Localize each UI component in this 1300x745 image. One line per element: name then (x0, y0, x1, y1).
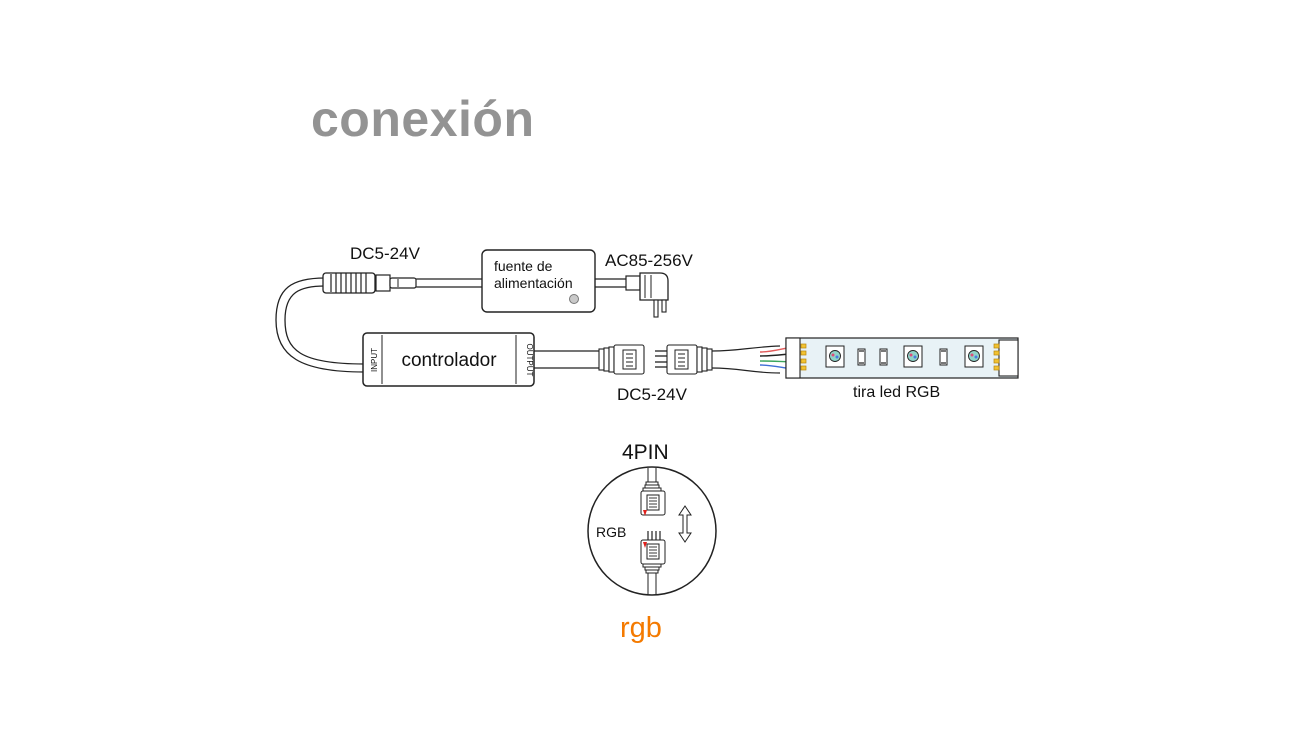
pin-detail-circle (587, 466, 717, 596)
power-supply: fuente de alimentación (481, 249, 596, 313)
pin-count-label: 4PIN (622, 441, 669, 464)
page-title: conexión (311, 91, 535, 147)
strip-label: tira led RGB (853, 384, 940, 401)
input-port-label: INPUT (370, 348, 379, 372)
connector-type-label: RGB (596, 524, 626, 540)
led-chip-icon (964, 345, 984, 368)
four-pin-connector-icon (534, 344, 781, 375)
dc-output-label: DC5-24V (617, 385, 688, 404)
power-supply-label-line1: fuente de (494, 258, 553, 274)
power-supply-label-line2: alimentación (494, 275, 573, 291)
dc-input-label: DC5-24V (350, 244, 421, 263)
output-port-label: OUTPUT (525, 344, 534, 377)
controller-label: controlador (401, 350, 497, 371)
led-chip-icon (825, 345, 845, 368)
led-chip-icon (903, 345, 923, 368)
controller: INPUT OUTPUT controlador (362, 332, 535, 387)
ac-input-label: AC85-256V (605, 251, 694, 270)
led-strip (759, 337, 1019, 379)
dc-jack-icon (275, 272, 482, 373)
double-arrow-icon (678, 505, 692, 543)
mode-label: rgb (620, 612, 662, 644)
power-plug-icon (595, 272, 669, 318)
